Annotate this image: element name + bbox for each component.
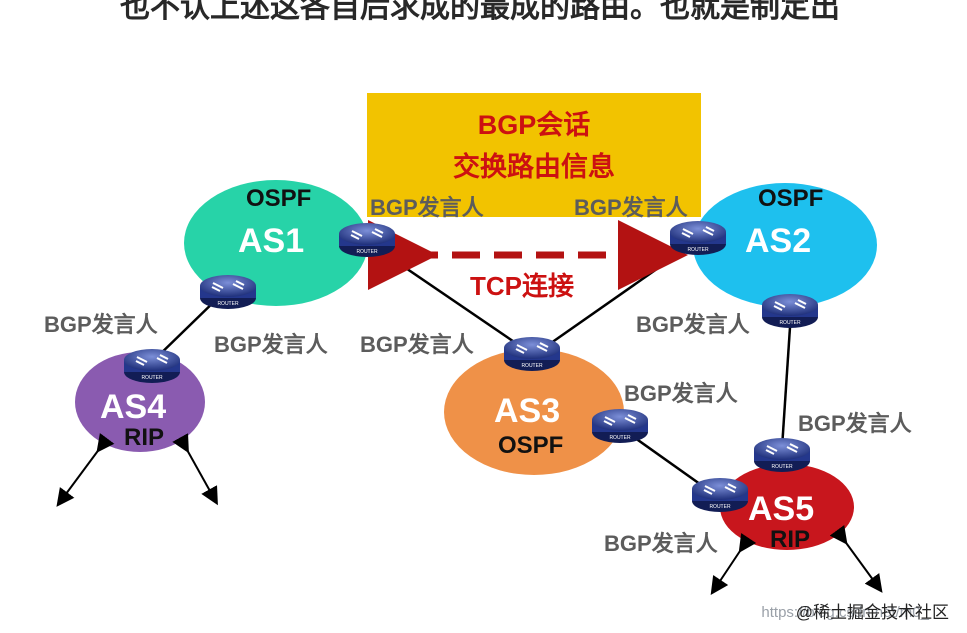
bgp-speaker-label: BGP发言人 xyxy=(798,411,912,436)
router-label: ROUTER xyxy=(771,464,793,470)
router-icon: ROUTER xyxy=(692,478,748,512)
external-arrow xyxy=(56,433,115,507)
router-label: ROUTER xyxy=(779,320,801,326)
router-icon: ROUTER xyxy=(124,349,180,383)
as3-protocol: OSPF xyxy=(498,432,564,459)
router-label: ROUTER xyxy=(521,363,543,369)
external-arrow xyxy=(829,525,883,593)
clipped-title-text: 也不认上述这各自后求成的最成的路由。也就是制定出 xyxy=(120,0,840,24)
as5-protocol: RIP xyxy=(770,526,811,553)
router-icon: ROUTER xyxy=(504,337,560,371)
router-icon: ROUTER xyxy=(592,409,648,443)
as1-protocol: OSPF xyxy=(246,185,312,212)
tcp-connection-label: TCP连接 xyxy=(470,271,575,301)
bgp-speaker-label: BGP发言人 xyxy=(214,332,328,357)
bgp-session-banner: BGP会话 交换路由信息 xyxy=(367,93,701,217)
bgp-speaker-label: BGP发言人 xyxy=(44,312,158,337)
banner-title: BGP会话 xyxy=(477,110,591,140)
as2-protocol: OSPF xyxy=(758,185,824,212)
as2-name: AS2 xyxy=(745,222,812,260)
router-label: ROUTER xyxy=(687,247,709,253)
as1-cloud xyxy=(184,180,368,306)
as2-cloud xyxy=(693,183,877,307)
banner-subtitle: 交换路由信息 xyxy=(453,152,615,182)
as5-name: AS5 xyxy=(748,490,815,528)
router-label: ROUTER xyxy=(141,375,163,381)
router-icon: ROUTER xyxy=(670,221,726,255)
external-arrow xyxy=(172,433,218,506)
link-as2-as5 xyxy=(780,311,793,449)
router-icon: ROUTER xyxy=(754,438,810,472)
router-label: ROUTER xyxy=(709,504,731,510)
watermark-url: https://blog.csdn.net/m0_ xyxy=(761,604,929,621)
router-label: ROUTER xyxy=(356,249,378,255)
as1-name: AS1 xyxy=(238,222,305,260)
bgp-speaker-label: BGP发言人 xyxy=(636,312,750,337)
router-label: ROUTER xyxy=(609,435,631,441)
bgp-speaker-label: BGP发言人 xyxy=(604,531,718,556)
as4-name: AS4 xyxy=(100,388,167,426)
watermark-site: @稀土掘金技术社区 xyxy=(795,603,949,622)
router-icon: ROUTER xyxy=(339,223,395,257)
as4-protocol: RIP xyxy=(124,424,165,451)
bgp-speaker-label: BGP发言人 xyxy=(370,195,484,220)
external-arrow xyxy=(710,533,757,595)
bgp-speaker-label: BGP发言人 xyxy=(624,381,738,406)
router-icon: ROUTER xyxy=(762,294,818,328)
as5-cloud xyxy=(720,464,854,550)
router-label: ROUTER xyxy=(217,301,239,307)
bgp-speaker-label: BGP发言人 xyxy=(574,195,688,220)
bgp-speaker-label: BGP发言人 xyxy=(360,332,474,357)
router-icon: ROUTER xyxy=(200,275,256,309)
as3-cloud xyxy=(444,349,624,475)
as3-name: AS3 xyxy=(494,392,561,430)
